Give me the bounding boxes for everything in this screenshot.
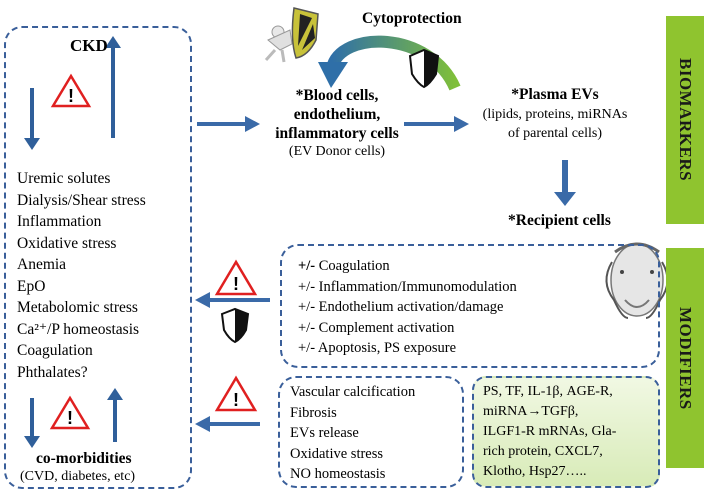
molecule-line: rich protein, CXCL7,: [483, 444, 603, 459]
comorbidities-subtitle: (CVD, diabetes, etc): [20, 469, 136, 484]
molecule-line: ILGF1-R mRNAs, Gla-: [483, 424, 617, 439]
outcome-item: Oxidative stress: [290, 445, 384, 462]
recipient-cells-label: *Recipient cells: [508, 212, 611, 229]
arrow-donor-to-plasma: [404, 116, 469, 132]
ckd-title: CKD: [70, 36, 108, 55]
warning-icon: !: [50, 73, 92, 108]
ckd-factor: Oxidative stress: [17, 234, 117, 252]
ckd-factor: EpO: [17, 277, 46, 295]
shield-icon: [220, 307, 250, 344]
warning-icon: !: [214, 375, 258, 412]
donor-line: *Blood cells,: [295, 87, 379, 104]
warning-icon: !: [214, 259, 258, 296]
arrow-outcomes-to-ckd: [195, 416, 260, 432]
ckd-factor: Phthalates?: [17, 363, 88, 381]
warning-icon: !: [49, 395, 91, 430]
ckd-factor: Uremic solutes: [17, 170, 111, 187]
effect-item: +/- Apoptosis, PS exposure: [298, 340, 457, 356]
donor-line: endothelium,: [293, 106, 381, 123]
ckd-box: [4, 26, 192, 489]
ckd-factor: Anemia: [17, 256, 67, 273]
outcomes-box: [278, 376, 464, 488]
cytoprotection-curve-arrow: [318, 35, 461, 91]
effects-box: [280, 244, 660, 368]
plasma-evs-title: *Plasma EVs: [511, 86, 599, 103]
donor-cells-subtitle: (EV Donor cells): [288, 144, 386, 159]
svg-text:!: !: [233, 274, 239, 294]
ckd-factor: Ca²⁺/P homeostasis: [17, 320, 140, 338]
effect-item: +/- Complement activation: [298, 319, 455, 336]
arrow-effects-to-ckd: [195, 292, 270, 308]
outcome-item: NO homeostasis: [290, 466, 386, 482]
plasma-line: (lipids, proteins, miRNAs: [482, 107, 628, 122]
outcome-item: Vascular calcification: [290, 384, 416, 400]
modifier-molecules-list: PS, TF, IL-1β, AGE-R, miRNA→TGFβ, ILGF1-…: [483, 382, 655, 482]
outcome-item: Fibrosis: [290, 404, 337, 421]
molecule-line: Klotho, Hsp27…..: [483, 464, 587, 479]
svg-text:!: !: [68, 86, 74, 106]
ckd-up-down-arrows-top: [24, 36, 121, 150]
effect-item: +/- Endothelium activation/damage: [298, 299, 504, 315]
effect-item: +/- Coagulation: [298, 258, 390, 274]
molecule-line: miRNA→TGFβ,: [483, 404, 579, 419]
svg-text:!: !: [233, 390, 239, 410]
shield-icon: [408, 48, 440, 89]
molecule-line: PS, TF, IL-1β, AGE-R,: [483, 384, 613, 399]
svg-text:!: !: [67, 408, 73, 428]
outcomes-list: Vascular calcification Fibrosis EVs rele…: [290, 382, 462, 485]
ckd-factor: Dialysis/Shear stress: [17, 191, 146, 209]
ckd-factor: Inflammation: [17, 213, 102, 230]
ckd-factor: Coagulation: [17, 342, 93, 359]
plasma-line: of parental cells): [507, 126, 603, 141]
cytoprotection-label: Cytoprotection: [362, 10, 462, 27]
outcome-item: EVs release: [290, 425, 359, 441]
plasma-evs-desc: (lipids, proteins, miRNAs of parental ce…: [470, 105, 640, 143]
effects-list: +/- Coagulation +/- Inflammation/Immunom…: [298, 256, 598, 359]
ckd-factor: Metabolomic stress: [17, 299, 138, 316]
ckd-factors-list: Uremic solutes Dialysis/Shear stress Inf…: [17, 168, 192, 383]
ckd-up-down-arrows-bottom: [24, 388, 123, 448]
arrow-plasma-to-recipient: [554, 160, 576, 206]
biomarkers-label: BIOMARKERS: [666, 16, 704, 224]
arrow-ckd-to-donor: [197, 116, 260, 132]
comorbidities-title: co-morbidities: [36, 450, 132, 467]
modifier-molecules-box: [472, 376, 660, 488]
donor-line: inflammatory cells: [275, 125, 399, 142]
figure-shield-icon: [264, 7, 319, 63]
donor-cells-title: *Blood cells, endothelium, inflammatory …: [262, 86, 412, 143]
effect-item: +/- Inflammation/Immunomodulation: [298, 278, 517, 295]
modifiers-label: MODIFIERS: [666, 248, 704, 468]
